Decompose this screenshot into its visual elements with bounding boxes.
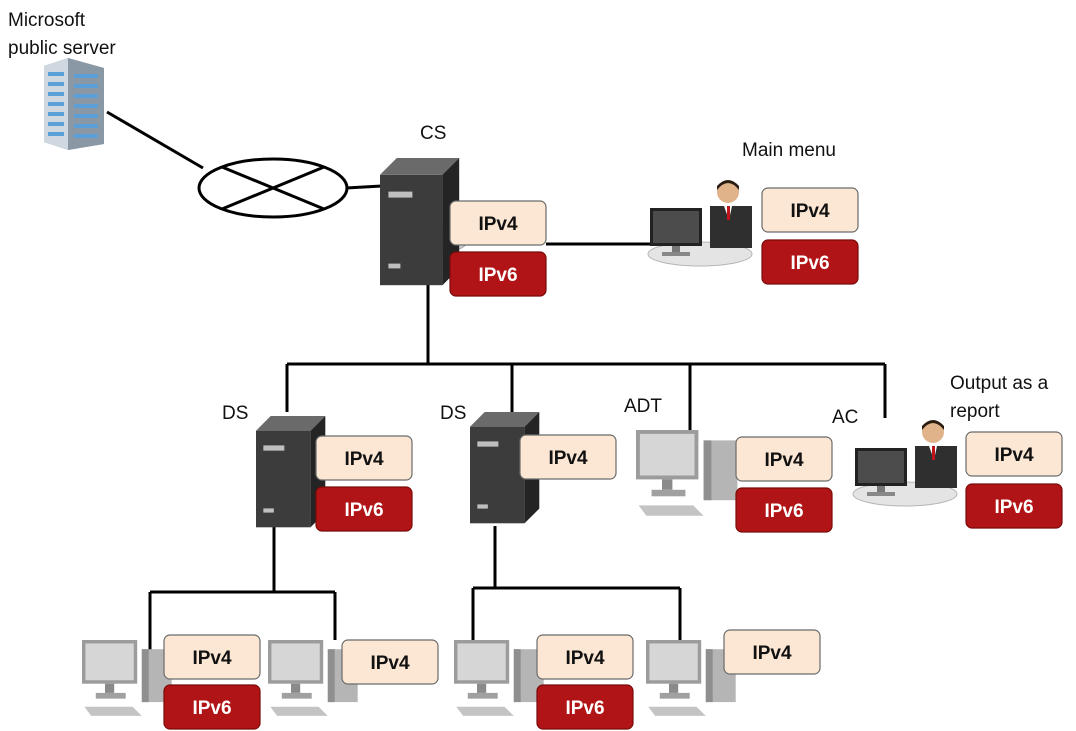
cs-server-icon bbox=[380, 158, 460, 286]
adt-ipv6-badge: IPv6 bbox=[735, 487, 833, 533]
ds-right-label: DS bbox=[440, 403, 466, 424]
report-label-line2: report bbox=[950, 401, 1000, 422]
ds-left-label: DS bbox=[222, 403, 248, 424]
ac-label: AC bbox=[832, 407, 858, 428]
svg-text:IPv6: IPv6 bbox=[790, 253, 829, 274]
ac-ipv4-badge: IPv4 bbox=[965, 431, 1063, 477]
svg-text:IPv4: IPv4 bbox=[764, 450, 804, 471]
internet-ellipse bbox=[197, 157, 349, 219]
svg-text:IPv4: IPv4 bbox=[192, 648, 232, 669]
ds-left-ipv6-badge: IPv6 bbox=[315, 486, 413, 532]
ac-ipv6-badge: IPv6 bbox=[965, 483, 1063, 529]
svg-text:IPv6: IPv6 bbox=[565, 698, 604, 719]
client-pc-1-icon bbox=[82, 640, 172, 716]
svg-text:IPv4: IPv4 bbox=[370, 653, 410, 674]
client-1-ipv6-badge: IPv6 bbox=[163, 684, 261, 730]
main-menu-ipv6-badge: IPv6 bbox=[761, 239, 859, 285]
ds-right-ipv4-badge: IPv4 bbox=[519, 434, 617, 480]
network-lines bbox=[106, 110, 887, 650]
client-4-ipv4-badge: IPv4 bbox=[723, 629, 821, 675]
microsoft-server-building-icon bbox=[44, 58, 104, 150]
cs-label: CS bbox=[420, 123, 446, 144]
ac-operator-icon bbox=[852, 419, 958, 507]
adt-pc-icon bbox=[636, 430, 738, 516]
ds-left-server-icon bbox=[256, 416, 326, 528]
svg-text:IPv4: IPv4 bbox=[565, 648, 605, 669]
client-3-ipv4-badge: IPv4 bbox=[536, 634, 634, 680]
svg-text:IPv6: IPv6 bbox=[994, 497, 1033, 518]
cs-ipv6-badge: IPv6 bbox=[449, 251, 547, 297]
client-pc-3-icon bbox=[454, 640, 544, 716]
svg-text:IPv6: IPv6 bbox=[478, 265, 517, 286]
svg-text:IPv4: IPv4 bbox=[994, 445, 1034, 466]
client-pc-4-icon bbox=[646, 640, 736, 716]
svg-text:IPv4: IPv4 bbox=[548, 448, 588, 469]
public-server-label-line2: public server bbox=[8, 38, 116, 59]
adt-label: ADT bbox=[624, 396, 662, 417]
svg-text:IPv4: IPv4 bbox=[478, 214, 518, 235]
main-menu-label: Main menu bbox=[742, 140, 836, 161]
svg-text:IPv4: IPv4 bbox=[752, 643, 792, 664]
report-label-line1: Output as a bbox=[950, 373, 1049, 394]
cs-ipv4-badge: IPv4 bbox=[449, 200, 547, 246]
svg-text:IPv4: IPv4 bbox=[790, 201, 830, 222]
client-3-ipv6-badge: IPv6 bbox=[536, 684, 634, 730]
svg-text:IPv6: IPv6 bbox=[344, 500, 383, 521]
svg-text:IPv6: IPv6 bbox=[764, 501, 803, 522]
client-2-ipv4-badge: IPv4 bbox=[341, 639, 439, 685]
svg-text:IPv4: IPv4 bbox=[344, 449, 384, 470]
client-1-ipv4-badge: IPv4 bbox=[163, 634, 261, 680]
public-server-label-line1: Microsoft bbox=[8, 10, 86, 31]
main-menu-operator-icon bbox=[647, 179, 753, 267]
svg-text:IPv6: IPv6 bbox=[192, 698, 231, 719]
main-menu-ipv4-badge: IPv4 bbox=[761, 187, 859, 233]
adt-ipv4-badge: IPv4 bbox=[735, 436, 833, 482]
ds-left-ipv4-badge: IPv4 bbox=[315, 435, 413, 481]
